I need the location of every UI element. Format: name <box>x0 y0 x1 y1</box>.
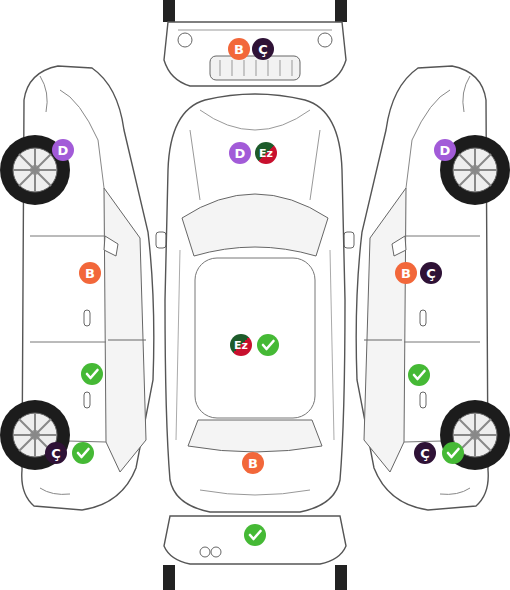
badge-letter: B <box>234 43 244 56</box>
badge-letter: D <box>440 144 451 157</box>
damage-badge: Ez <box>255 142 277 164</box>
badge-letter: Ç <box>51 447 61 460</box>
badge-letter: Ç <box>420 447 430 460</box>
damage-badge: Ç <box>252 38 274 60</box>
badge-letter: B <box>401 267 411 280</box>
badge-letter: Ez <box>234 340 248 351</box>
damage-badge: B <box>79 262 101 284</box>
badge-letter: Ç <box>426 267 436 280</box>
badge-letter: Ez <box>259 148 273 159</box>
badge-letter: Ç <box>258 43 268 56</box>
damage-badge: Ç <box>414 442 436 464</box>
damage-badge: B <box>228 38 250 60</box>
damage-badge: B <box>242 452 264 474</box>
badge-letter: B <box>85 267 95 280</box>
damage-badge: D <box>52 139 74 161</box>
damage-badge: B <box>395 262 417 284</box>
damage-badge: D <box>229 142 251 164</box>
badge-letter: D <box>235 147 246 160</box>
damage-badge: Ez <box>230 334 252 356</box>
badge-letter: B <box>248 457 258 470</box>
damage-badge: Ç <box>420 262 442 284</box>
badge-letter: D <box>58 144 69 157</box>
damage-badge: Ç <box>45 442 67 464</box>
damage-badge: D <box>434 139 456 161</box>
